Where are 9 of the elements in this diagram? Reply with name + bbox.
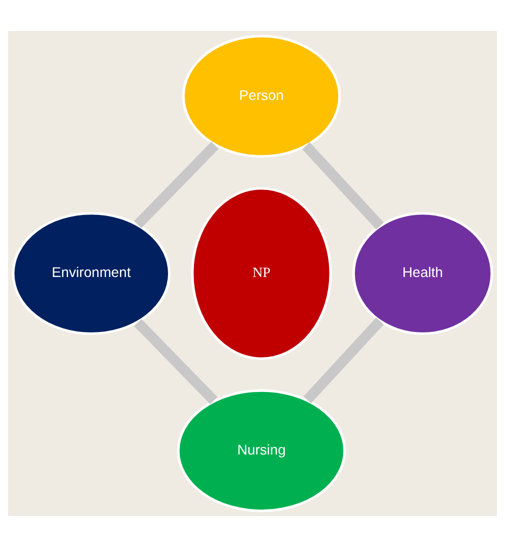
node-ellipse: Health — [352, 212, 494, 334]
node-ellipse: Person — [182, 34, 341, 158]
node-ellipse: Nursing — [177, 388, 346, 512]
connector — [304, 317, 384, 403]
node-ellipse: Environment — [12, 212, 171, 334]
connector — [134, 318, 218, 404]
node-ellipse: NP — [191, 186, 332, 360]
connector — [302, 142, 384, 229]
connector — [134, 141, 219, 228]
